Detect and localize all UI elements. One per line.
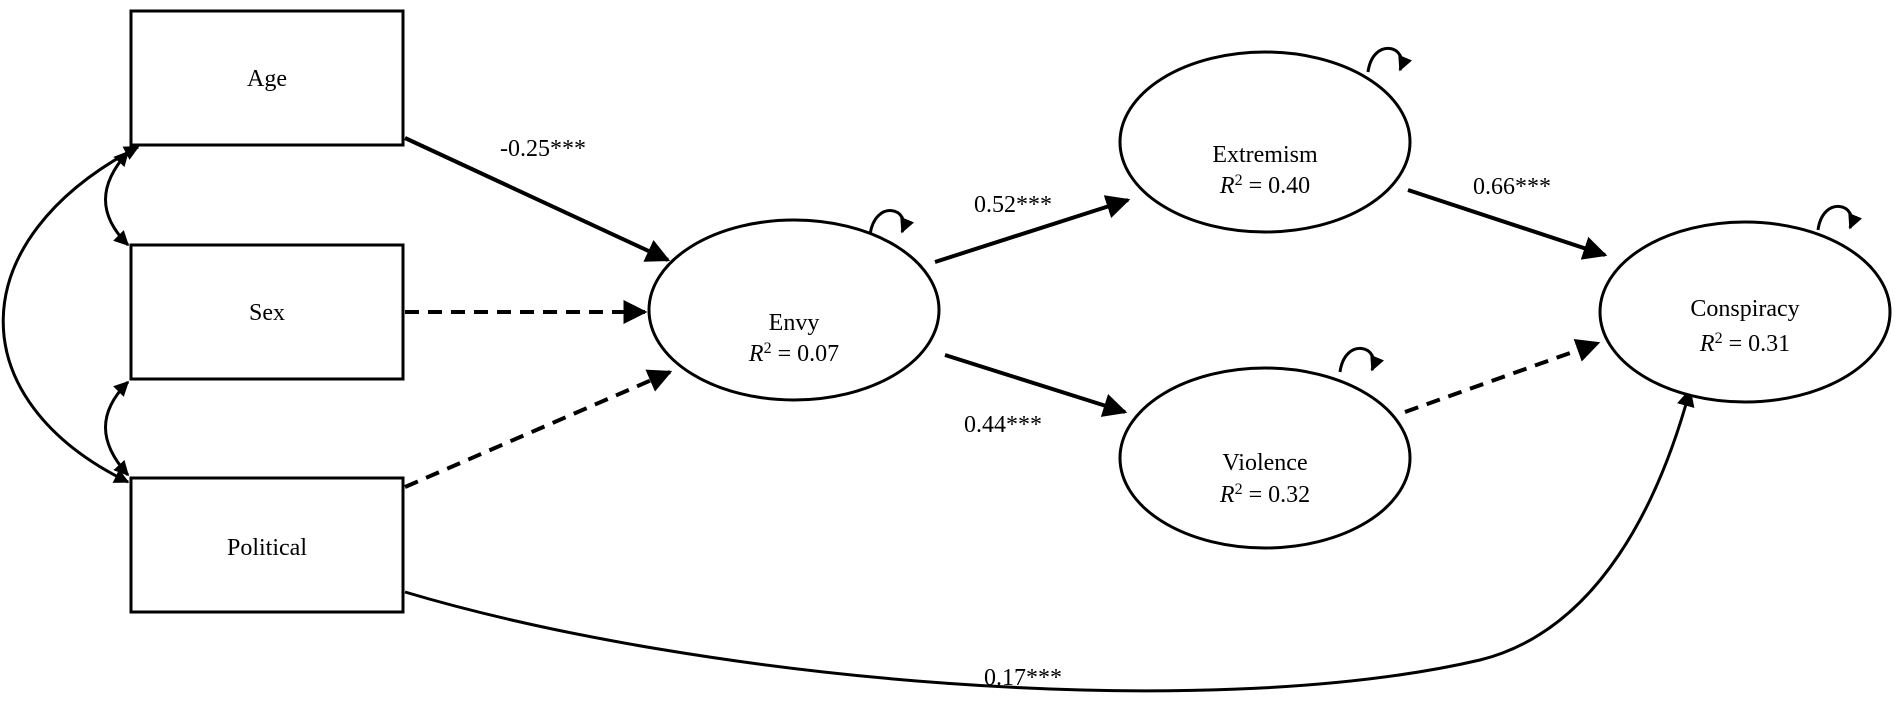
node-extremism: Extremism R2 = 0.40 [1118,50,1412,234]
label-extremism-conspiracy: 0.66*** [1473,174,1551,200]
residual-violence [1338,346,1385,373]
path-age-envy [404,136,671,262]
path-extremism-conspiracy [1407,188,1608,260]
node-extremism-r2: R2 = 0.40 [1219,172,1310,200]
label-age-envy: -0.25*** [500,136,586,162]
label-envy-extremism: 0.52*** [974,192,1052,218]
node-age-label: Age [247,66,287,92]
path-envy-violence [944,353,1128,417]
node-conspiracy-r2: R2 = 0.31 [1699,330,1790,358]
node-violence-r2: R2 = 0.32 [1219,481,1310,509]
path-political-conspiracy [404,388,1695,693]
node-envy: Envy R2 = 0.07 [647,218,941,402]
node-violence: Violence R2 = 0.32 [1118,366,1412,550]
node-conspiracy-label: Conspiracy [1690,296,1799,322]
node-violence-label: Violence [1222,450,1307,476]
cov-age-sex [104,150,130,247]
cov-sex-political [104,380,130,477]
path-envy-extremism [934,195,1131,264]
node-envy-r2: R2 = 0.07 [748,340,839,368]
node-sex-label: Sex [249,300,285,326]
node-extremism-label: Extremism [1212,142,1318,168]
label-envy-violence: 0.44*** [964,412,1042,438]
node-sex: Sex [129,243,405,381]
node-political: Political [129,476,405,614]
cov-age-political [1,145,140,484]
node-political-label: Political [227,535,307,561]
path-political-envy [404,369,673,489]
node-envy-label: Envy [769,310,820,336]
path-violence-conspiracy [1404,338,1601,414]
residual-envy [868,209,915,236]
node-conspiracy: Conspiracy R2 = 0.31 [1598,220,1892,404]
residual-conspiracy [1816,204,1863,231]
residual-extremism [1366,46,1413,73]
label-political-conspiracy: 0.17*** [984,665,1062,691]
node-age: Age [129,9,405,147]
